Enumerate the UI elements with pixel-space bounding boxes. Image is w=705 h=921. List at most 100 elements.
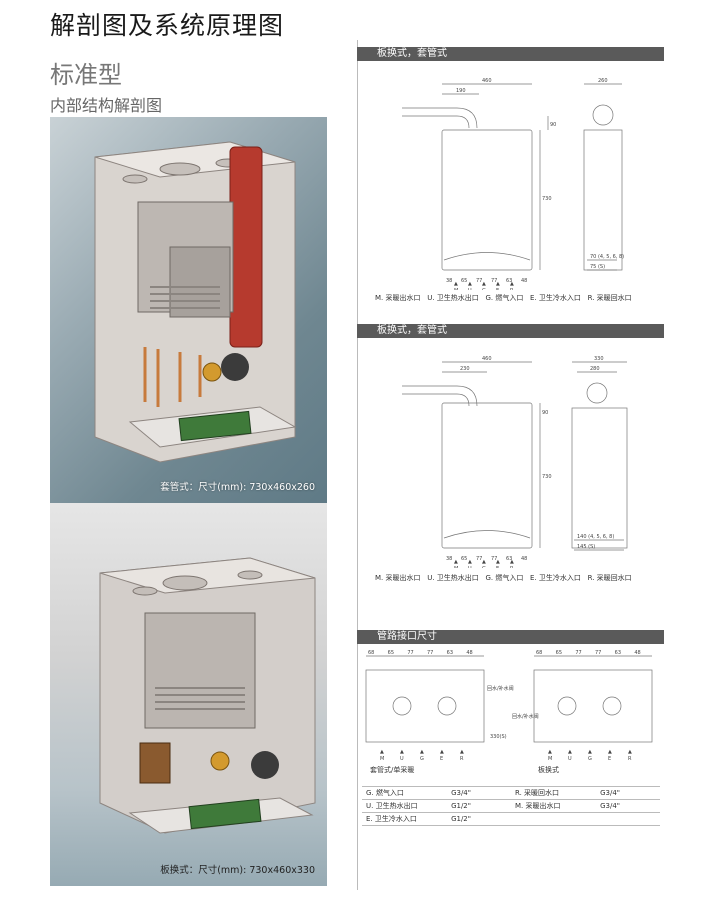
section-title-3: 管路接口尺寸 bbox=[377, 631, 437, 642]
spacing-label: 65 bbox=[461, 278, 467, 284]
spacing-label: 48 bbox=[521, 556, 527, 562]
spec-cell bbox=[510, 812, 597, 826]
port-arrow-icon: ▲ bbox=[568, 749, 572, 755]
port-label: M bbox=[548, 756, 552, 762]
spec-cell bbox=[596, 812, 660, 826]
port-arrow-icon: ▲ bbox=[420, 749, 424, 755]
spec-cell: R. 采暖回水口 bbox=[510, 786, 597, 800]
port-label: G bbox=[482, 288, 486, 290]
section-header-3: 管路接口尺寸 bbox=[357, 630, 664, 644]
spacing-label: 65 bbox=[461, 556, 467, 562]
port-arrow-icon: ▲ bbox=[608, 749, 612, 755]
port-label: R bbox=[510, 288, 514, 290]
spacing-label: 77 bbox=[407, 650, 413, 656]
spacing-label: 63 bbox=[506, 278, 512, 284]
port-label: R bbox=[460, 756, 464, 762]
port-label: R bbox=[510, 566, 514, 568]
spacing-label: 38 bbox=[446, 556, 452, 562]
port-label: U bbox=[568, 756, 572, 762]
port-label: E bbox=[608, 756, 611, 762]
port-arrow-icon: ▲ bbox=[510, 281, 514, 287]
port-label: G bbox=[588, 756, 592, 762]
pipe-label-left: 套管式/单采暖 bbox=[370, 766, 415, 774]
spacing-label: 68 bbox=[536, 650, 542, 656]
port-arrow-icon: ▲ bbox=[440, 749, 444, 755]
port-label: G bbox=[482, 566, 486, 568]
legend-item: E. 卫生冷水入口 bbox=[530, 294, 581, 302]
dim-left: 230 bbox=[460, 366, 470, 372]
port-arrow-icon: ▲ bbox=[460, 749, 464, 755]
port-label: M bbox=[454, 566, 458, 568]
photo-caption-plate: 板换式：尺寸(mm): 730x460x330 bbox=[160, 865, 315, 876]
dim-rear-2: 75 (S) bbox=[590, 264, 605, 270]
column-divider bbox=[357, 40, 358, 890]
spacing-label: 63 bbox=[447, 650, 453, 656]
legend-item: R. 采暖回水口 bbox=[587, 574, 632, 582]
model-subtitle: 标准型 bbox=[50, 61, 122, 89]
spacing-label: 65 bbox=[388, 650, 394, 656]
spacing-label: 63 bbox=[506, 556, 512, 562]
spec-cell: G3/4" bbox=[596, 786, 660, 800]
spacing-label: 65 bbox=[556, 650, 562, 656]
port-arrow-icon: ▲ bbox=[496, 559, 500, 565]
port-arrow-icon: ▲ bbox=[482, 281, 486, 287]
dim-height: 730 bbox=[542, 474, 552, 480]
port-arrow-icon: ▲ bbox=[548, 749, 552, 755]
dim-height: 730 bbox=[542, 196, 552, 202]
spec-cell: G1/2" bbox=[447, 799, 511, 813]
port-label: M bbox=[380, 756, 384, 762]
spacing-label: 68 bbox=[368, 650, 374, 656]
dim-top: 90 bbox=[550, 122, 556, 128]
spec-cell: G3/4" bbox=[447, 786, 511, 800]
section-header-2: 板换式，套管式 bbox=[357, 324, 664, 338]
port-arrow-icon: ▲ bbox=[588, 749, 592, 755]
legend-item: M. 采暖出水口 bbox=[375, 574, 421, 582]
port-label: R bbox=[628, 756, 632, 762]
dim-top: 90 bbox=[542, 410, 548, 416]
legend-item: M. 采暖出水口 bbox=[375, 294, 421, 302]
dim-width: 460 bbox=[482, 356, 492, 362]
port-label: U bbox=[400, 756, 404, 762]
dimension-drawing-plate: 460 230 90 730 330 280 140 (4, 5, 6, 8) … bbox=[402, 356, 628, 568]
spacing-label: 77 bbox=[491, 556, 497, 562]
port-label: E bbox=[496, 566, 499, 568]
spacing-label: 77 bbox=[427, 650, 433, 656]
spec-cell: G1/2" bbox=[447, 812, 511, 826]
legend-item: G. 燃气入口 bbox=[485, 294, 524, 302]
port-label: U bbox=[468, 566, 472, 568]
port-label: E bbox=[496, 288, 499, 290]
spacing-label: 77 bbox=[575, 650, 581, 656]
cutaway-image-plate: 板换式：尺寸(mm): 730x460x330 bbox=[50, 503, 327, 886]
port-arrow-icon: ▲ bbox=[400, 749, 404, 755]
port-arrow-icon: ▲ bbox=[454, 559, 458, 565]
cutaway-image-coaxial: 套管式：尺寸(mm): 730x460x260 bbox=[50, 117, 327, 503]
spacing-label: 38 bbox=[446, 278, 452, 284]
port-arrow-icon: ▲ bbox=[468, 281, 472, 287]
port-arrow-icon: ▲ bbox=[510, 559, 514, 565]
boiler-cutaway-illustration-plate bbox=[99, 557, 316, 834]
legend-row-2: M. 采暖出水口 U. 卫生热水出口 G. 燃气入口 E. 卫生冷水入口 R. … bbox=[375, 573, 632, 583]
pipe-label-right: 板换式 bbox=[538, 766, 559, 774]
legend-item: G. 燃气入口 bbox=[485, 574, 524, 582]
spacing-label: 48 bbox=[521, 278, 527, 284]
dim-depth: 330 bbox=[594, 356, 604, 362]
spec-cell: U. 卫生热水出口 bbox=[362, 799, 448, 813]
spacing-label: 48 bbox=[466, 650, 472, 656]
dim-vertical: 330(S) bbox=[490, 734, 507, 740]
spacing-label: 77 bbox=[476, 556, 482, 562]
valve-label-b: 回水/补水阀 bbox=[512, 713, 539, 720]
spacing-label: 63 bbox=[615, 650, 621, 656]
port-label: M bbox=[454, 288, 458, 290]
legend-item: R. 采暖回水口 bbox=[587, 294, 632, 302]
boiler-cutaway-illustration bbox=[94, 141, 297, 463]
legend-item: E. 卫生冷水入口 bbox=[530, 574, 581, 582]
dim-left: 190 bbox=[456, 88, 466, 94]
port-arrow-icon: ▲ bbox=[482, 559, 486, 565]
legend-row-1: M. 采暖出水口 U. 卫生热水出口 G. 燃气入口 E. 卫生冷水入口 R. … bbox=[375, 293, 632, 303]
spacing-label: 77 bbox=[476, 278, 482, 284]
dimension-drawing-coaxial: 460 190 90 730 260 70 (4, 5, 6, 8) 75 (S… bbox=[402, 78, 624, 290]
dim-depth: 260 bbox=[598, 78, 608, 84]
port-label: G bbox=[420, 756, 424, 762]
